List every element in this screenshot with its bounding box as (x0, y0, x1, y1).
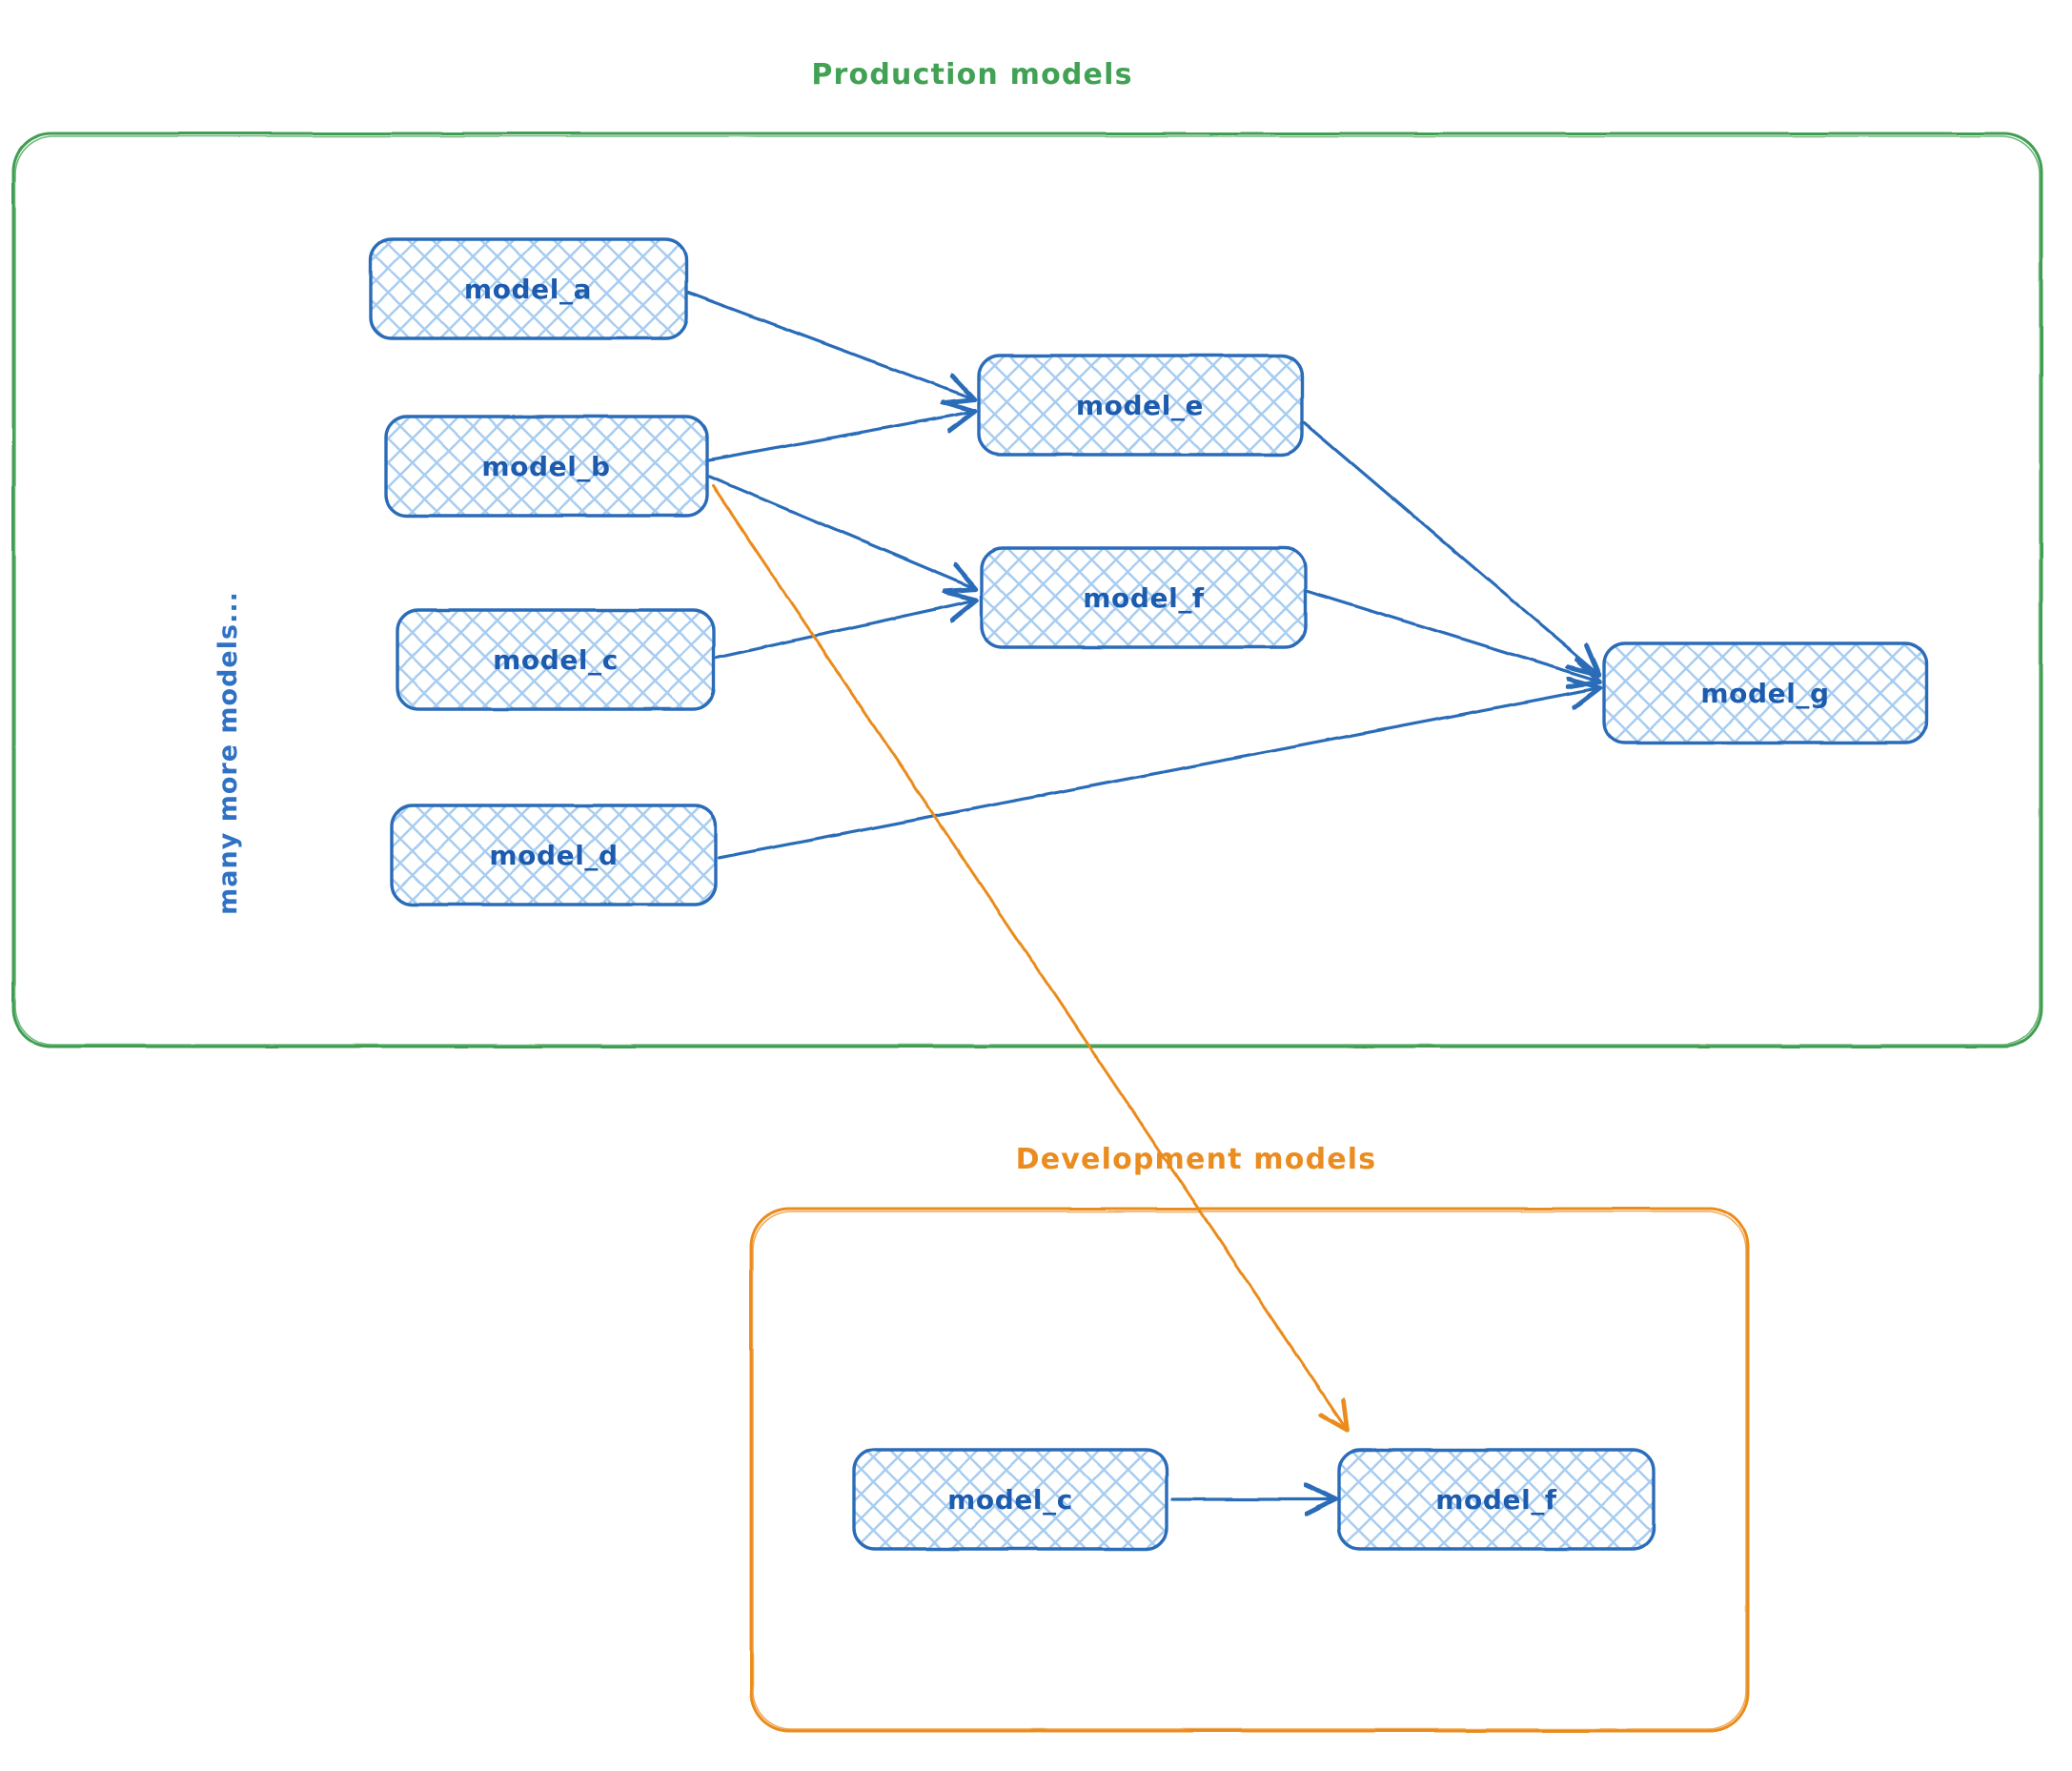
node-label-prod-model-b: model_b (481, 451, 610, 482)
node-label-prod-model-a: model_a (464, 274, 592, 305)
edge-model-b-to-model-f (707, 475, 974, 588)
production-boundary-sketch-pass (14, 135, 2041, 1046)
development-group-title: Development models (1016, 1143, 1377, 1176)
production-group-title: Production models (811, 58, 1132, 92)
node-prod-model-e[interactable] (977, 354, 1304, 457)
node-label-prod-model-e: model_e (1076, 390, 1204, 421)
node-prod-model-b[interactable] (384, 415, 709, 518)
edge-model-c-to-model-f (715, 601, 974, 660)
node-shape (384, 415, 709, 518)
edge-model-a-to-model-e (686, 291, 972, 398)
group-container-development (749, 1207, 1750, 1733)
node-shape (1602, 641, 1928, 744)
edge-layer-orange (711, 484, 1346, 1428)
node-prod-model-d[interactable] (390, 804, 718, 906)
node-label-prod-model-f: model_f (1083, 582, 1205, 614)
edge-model-b-to-dev-model-f (711, 484, 1346, 1428)
node-shape (977, 354, 1304, 457)
edge-model-e-to-model-g (1302, 420, 1597, 673)
node-shape (369, 237, 688, 340)
node-label-dev-model-c: model_c (947, 1484, 1073, 1516)
many-more-models-note: many more models... (213, 591, 243, 915)
development-boundary-sketch-pass (752, 1211, 1747, 1730)
node-shape (852, 1448, 1168, 1551)
node-label-prod-model-d: model_d (489, 840, 618, 871)
node-layer: model_a model_b model_c model_d model_e … (369, 237, 1928, 1551)
edge-model-f-to-model-g (1306, 589, 1597, 681)
edge-model-b-to-model-e (707, 412, 972, 462)
node-shape (1337, 1448, 1656, 1551)
node-shape (396, 608, 716, 711)
node-prod-model-a[interactable] (369, 237, 688, 340)
node-shape (980, 546, 1308, 649)
production-boundary (11, 132, 2043, 1048)
node-label-prod-model-c: model_c (493, 644, 619, 676)
edge-model-d-to-model-g (717, 688, 1597, 860)
edge-layer (686, 291, 1597, 1499)
node-dev-model-c[interactable] (852, 1448, 1168, 1551)
node-label-dev-model-f: model_f (1435, 1484, 1557, 1516)
node-prod-model-g[interactable] (1602, 641, 1928, 744)
node-label-prod-model-g: model_g (1700, 678, 1829, 709)
node-prod-model-c[interactable] (396, 608, 716, 711)
node-dev-model-f[interactable] (1337, 1448, 1656, 1551)
node-shape (390, 804, 718, 906)
development-boundary (749, 1207, 1750, 1733)
node-prod-model-f[interactable] (980, 546, 1308, 649)
group-container-production (11, 132, 2043, 1048)
